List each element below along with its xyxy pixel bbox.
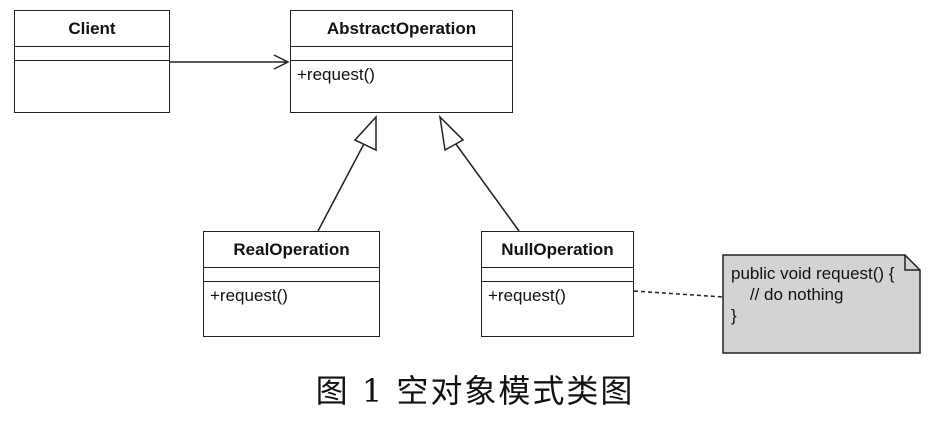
generalization-line-null xyxy=(452,139,520,232)
generalization-triangle-null xyxy=(438,114,465,152)
abstract-operation-class: AbstractOperation +request() xyxy=(290,10,513,113)
real-operation-class: RealOperation +request() xyxy=(203,231,380,337)
abstract-operation-class-attributes xyxy=(291,47,512,61)
null-operation-class-attributes xyxy=(482,268,633,282)
abstract-operation-class-name: AbstractOperation xyxy=(291,11,512,47)
client-class-operations xyxy=(15,61,169,69)
real-operation-class-name: RealOperation xyxy=(204,232,379,268)
generalization-line-real xyxy=(317,139,367,232)
null-operation-class: NullOperation +request() xyxy=(481,231,634,337)
association-arrowhead xyxy=(273,54,290,70)
real-operation-class-attributes xyxy=(204,268,379,282)
note-fold xyxy=(904,255,920,271)
note: public void request() { // do nothing } xyxy=(723,255,920,353)
abstract-operation-class-operations: +request() xyxy=(297,65,375,84)
client-class-name: Client xyxy=(15,11,169,47)
null-operation-class-operations: +request() xyxy=(488,286,566,305)
note-text: public void request() { // do nothing } xyxy=(731,264,895,325)
client-class: Client xyxy=(14,10,170,113)
null-operation-class-name: NullOperation xyxy=(482,232,633,268)
real-operation-class-operations: +request() xyxy=(210,286,288,305)
note-link-line xyxy=(633,290,724,298)
generalization-triangle-real xyxy=(353,115,377,152)
figure-caption: 图 1 空对象模式类图 xyxy=(315,372,635,410)
note-shape xyxy=(722,254,921,354)
client-class-attributes xyxy=(15,47,169,61)
